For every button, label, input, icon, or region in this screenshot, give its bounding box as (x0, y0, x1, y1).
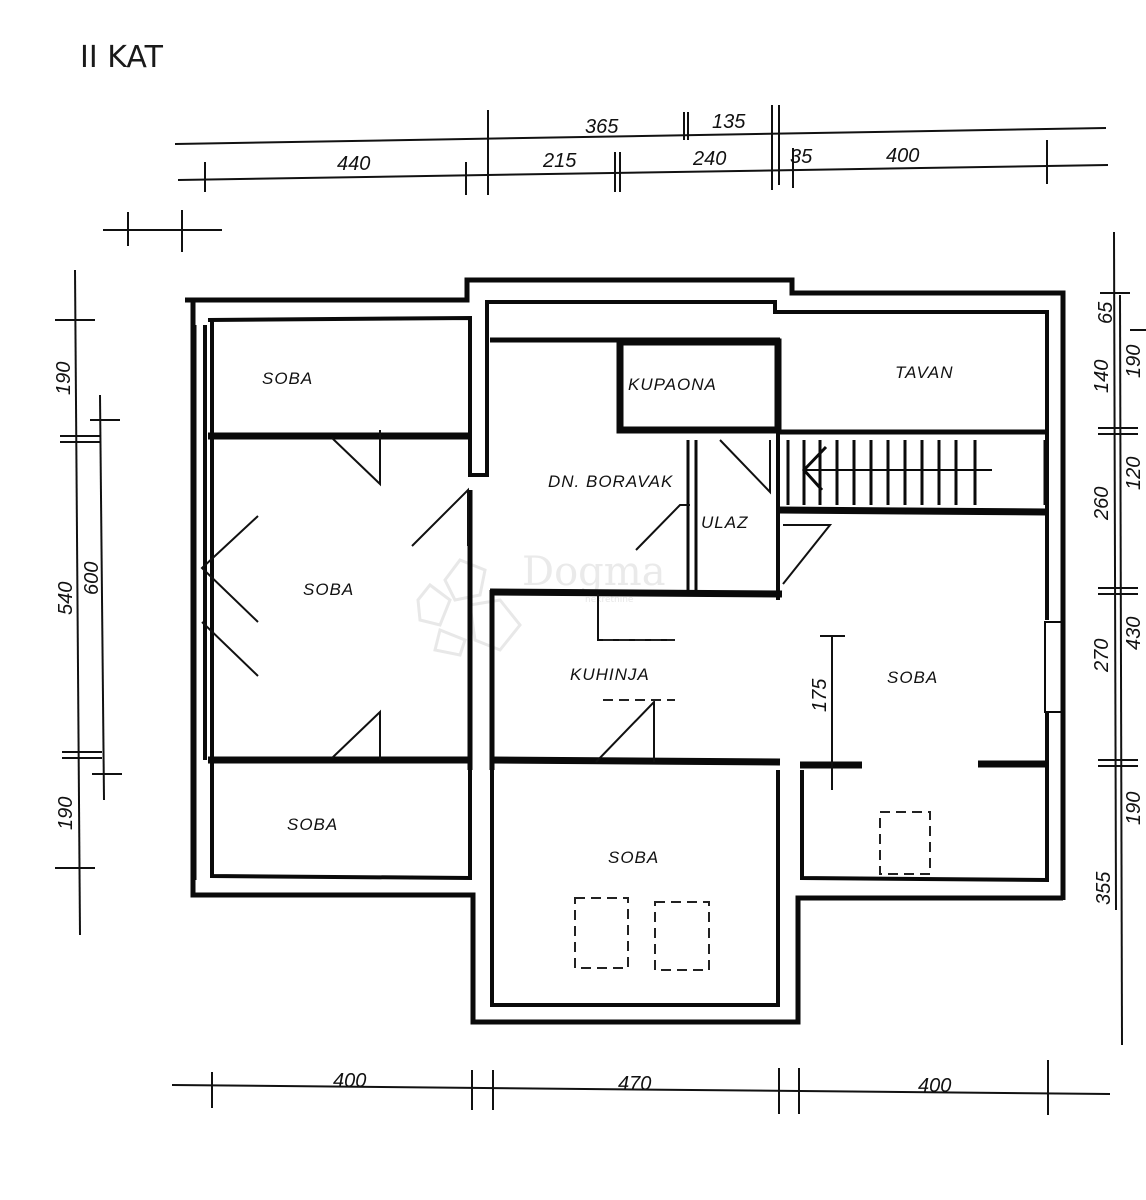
dim-top-inner-0: 440 (337, 153, 370, 175)
room-label-soba-w: SOBA (303, 580, 354, 599)
interior-walls (208, 337, 1048, 770)
dim-top-inner-4: 400 (886, 145, 919, 167)
dim-right-outer-2: 120 (1123, 457, 1145, 490)
room-label-soba-sw: SOBA (287, 815, 338, 834)
dim-bottom-0: 400 (333, 1070, 366, 1092)
dim-right-outer-1: 190 (1123, 345, 1145, 378)
room-label-ulaz: ULAZ (701, 513, 748, 532)
room-label-soba-nw: SOBA (262, 369, 313, 388)
door-swings (200, 430, 845, 790)
dim-right-inner-2: 270 (1091, 639, 1113, 673)
dim-top-outer-1: 135 (712, 111, 746, 133)
dim-left-inner-0: 600 (81, 562, 103, 595)
exterior-walls (185, 277, 1066, 1025)
watermark-logo-icon (416, 558, 522, 657)
dim-bottom-1: 470 (618, 1073, 651, 1095)
dim-right-outer-0: 65 (1095, 301, 1117, 324)
dim-top-inner-1: 215 (542, 150, 577, 172)
room-labels: SOBA SOBA SOBA DN. BORAVAK KUPAONA TAVAN… (262, 363, 954, 867)
staircase (786, 440, 1047, 505)
dim-left-outer-0: 190 (53, 362, 75, 395)
dim-right-inner-0: 140 (1091, 360, 1113, 393)
room-label-soba-s: SOBA (608, 848, 659, 867)
floor-title: II KAT (80, 40, 163, 75)
watermark-sub: nekretnine (585, 595, 634, 605)
dim-bottom-2: 400 (918, 1075, 951, 1097)
watermark: Dogma nekretnine (416, 549, 666, 657)
dim-top-inner-2: 240 (692, 148, 726, 170)
watermark-brand: Dogma (522, 549, 666, 595)
room-label-soba-e: SOBA (887, 668, 938, 687)
dim-left-outer-2: 190 (55, 797, 77, 830)
room-label-tavan: TAVAN (895, 363, 954, 382)
dim-interior-0: 175 (809, 678, 831, 712)
dim-top-outer-0: 365 (585, 116, 619, 138)
room-label-dn-boravak: DN. BORAVAK (548, 472, 673, 491)
dim-right-inner-1: 260 (1091, 487, 1113, 521)
dimension-lines (55, 105, 1146, 1115)
dim-top-inner-3: 35 (790, 146, 813, 168)
room-label-kuhinja: KUHINJA (570, 665, 650, 684)
room-label-kupaona: KUPAONA (628, 375, 717, 394)
dim-right-outer-4: 190 (1123, 792, 1145, 825)
dimension-labels: 365 135 440 215 240 35 400 400 470 400 1… (53, 111, 1145, 1097)
furniture-outlines (574, 639, 931, 971)
dim-right-inner-3: 355 (1093, 871, 1115, 905)
dim-left-outer-1: 540 (55, 582, 77, 615)
dim-right-outer-3: 430 (1123, 617, 1145, 650)
